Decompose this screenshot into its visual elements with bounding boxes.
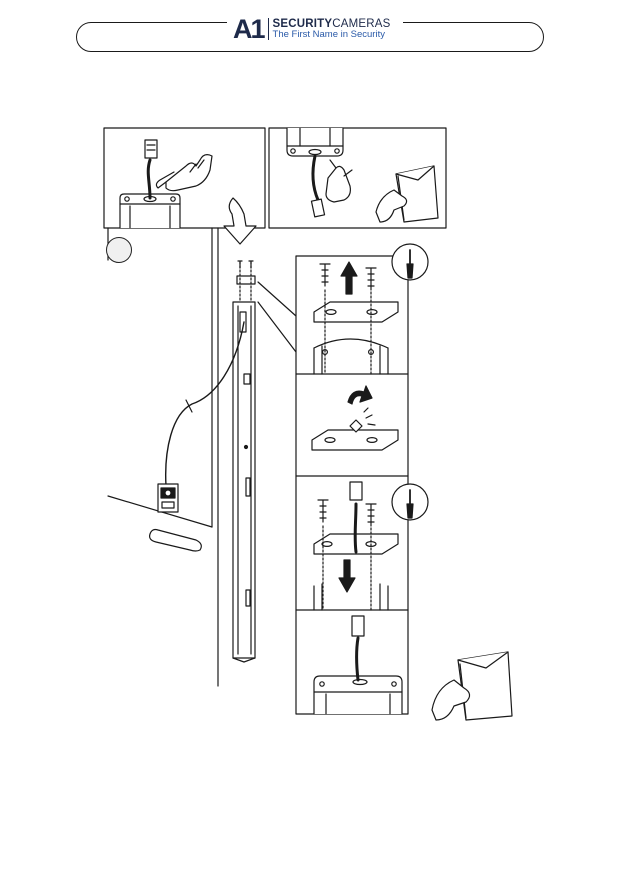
camera-device — [158, 484, 178, 512]
door-frame — [108, 228, 218, 686]
step-number-circle — [106, 237, 132, 263]
mounting-profile — [150, 261, 255, 662]
hand-peel-icon — [432, 652, 512, 720]
screwdriver-icon — [392, 244, 428, 280]
panel-top-right — [269, 128, 446, 228]
door-handle — [150, 530, 202, 552]
screwdriver-icon — [392, 484, 428, 520]
panel-right-steps — [296, 256, 408, 714]
